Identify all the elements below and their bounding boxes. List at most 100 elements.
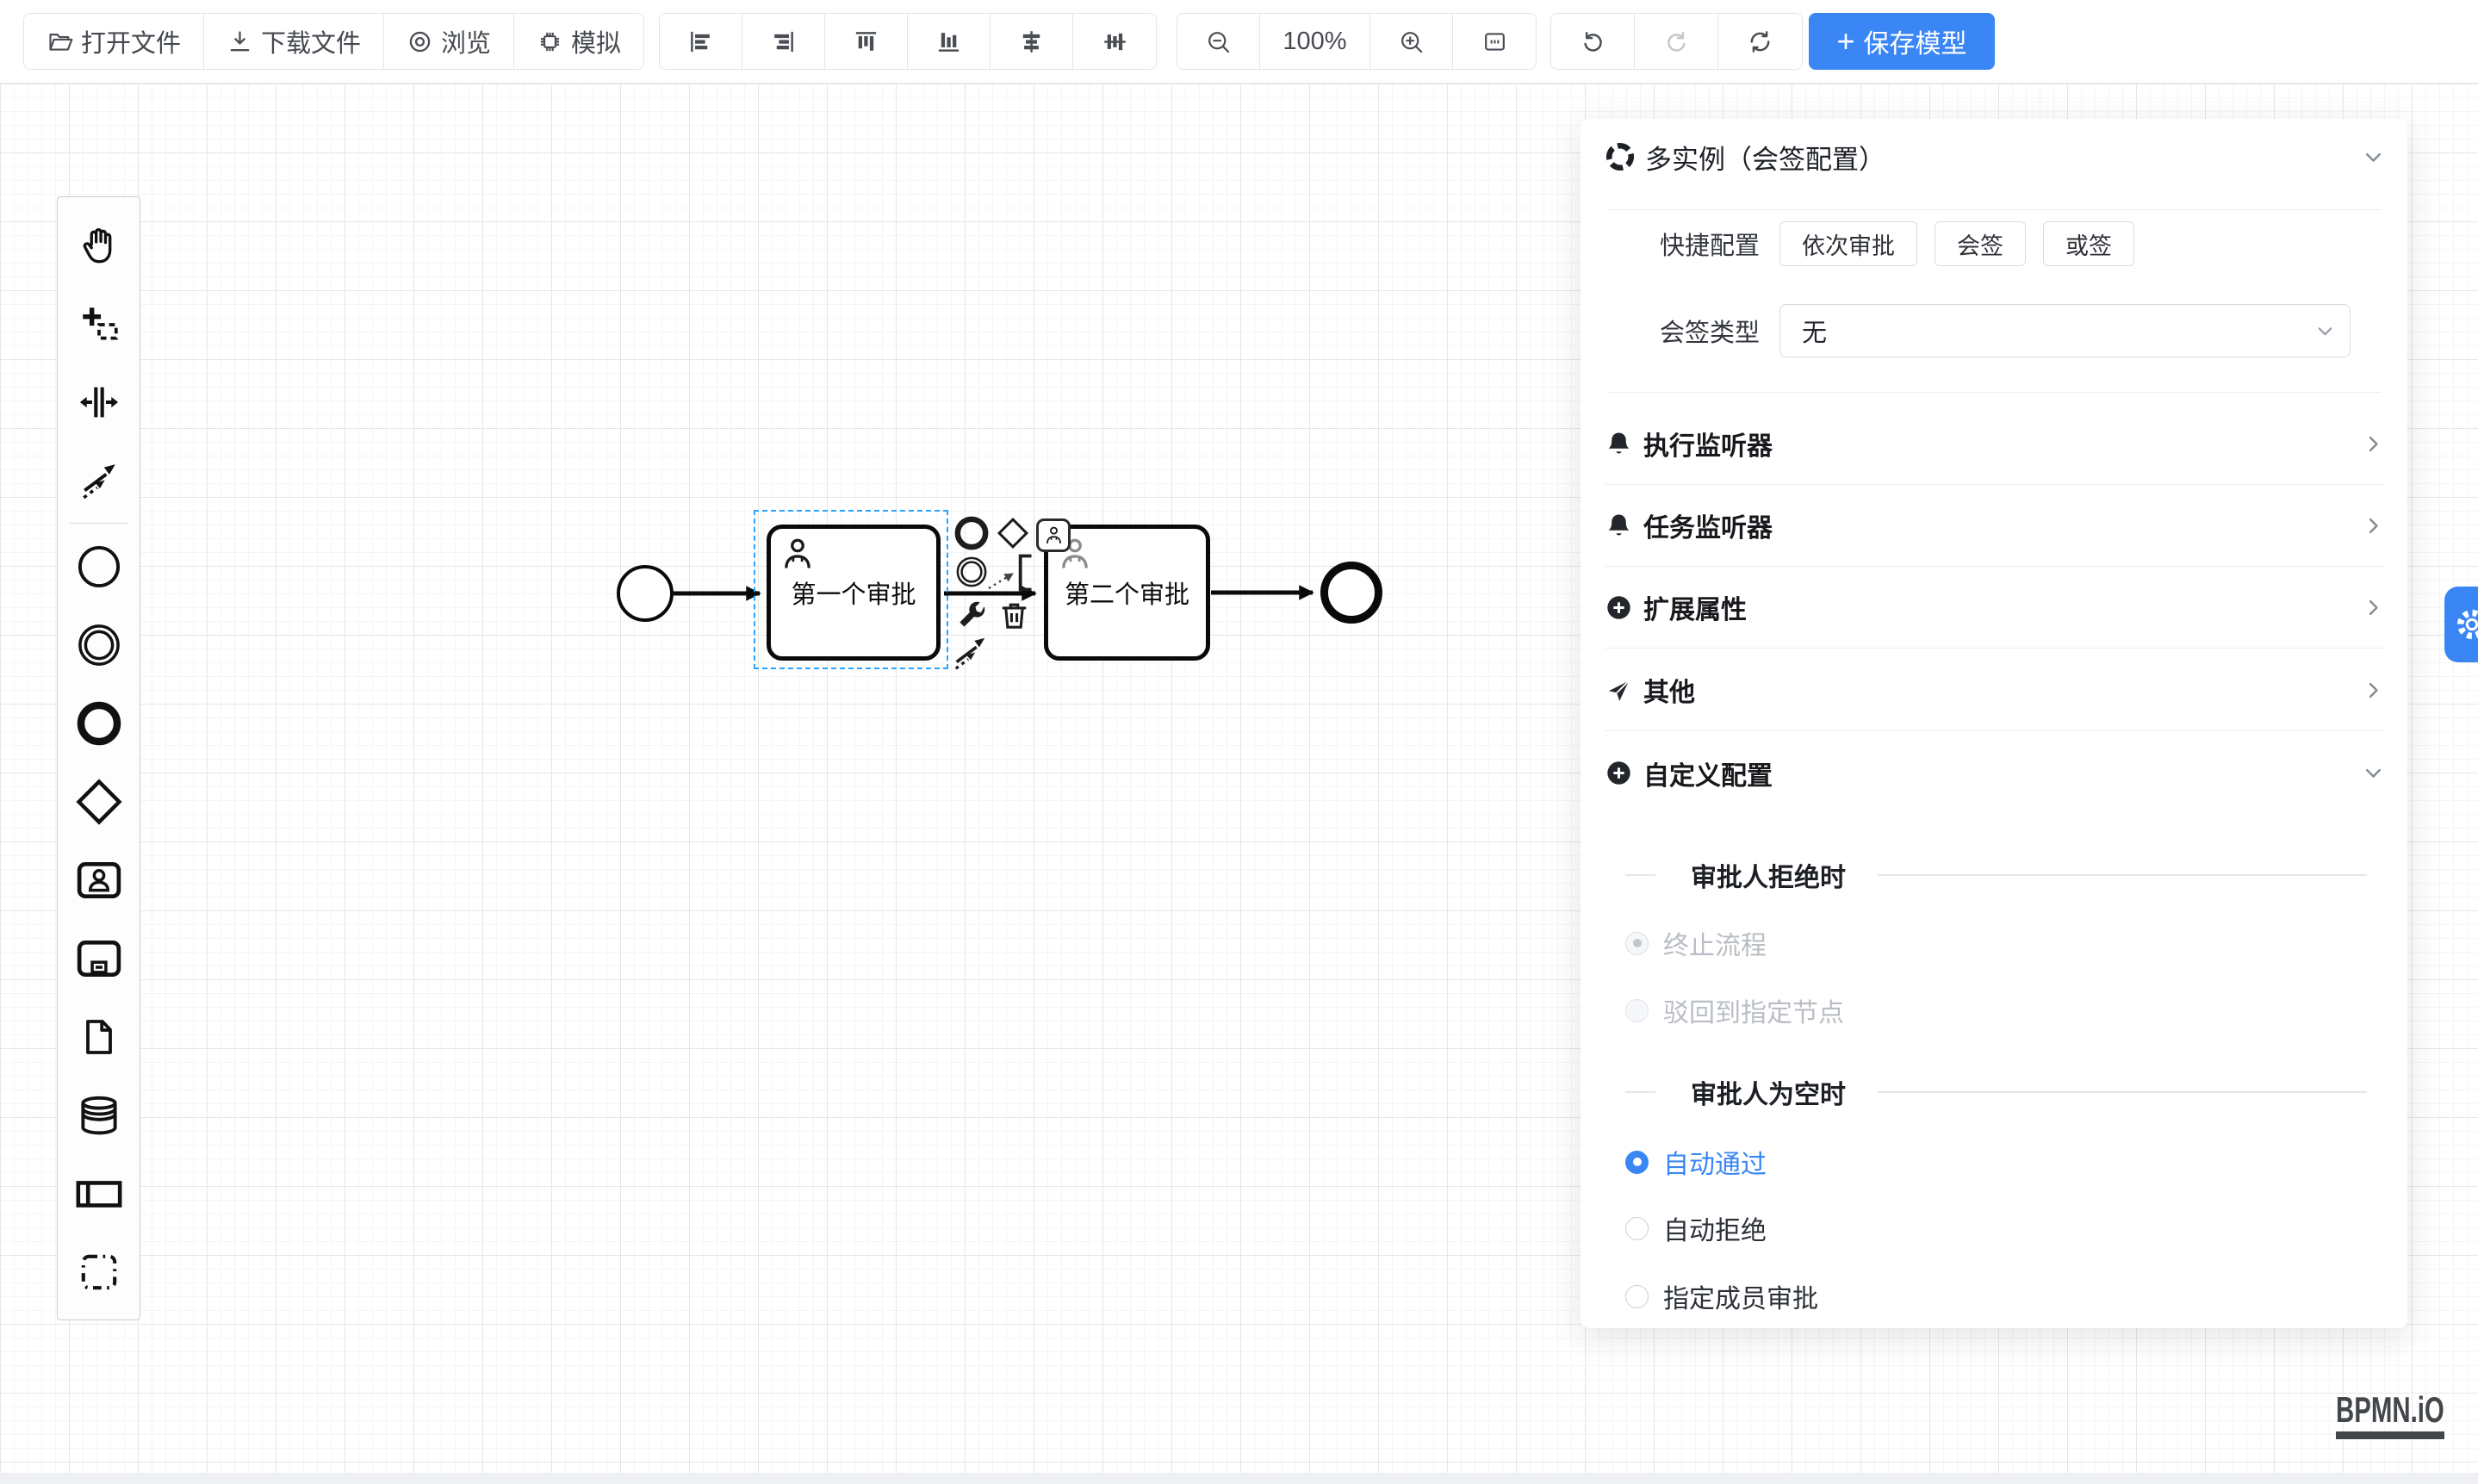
divider	[1606, 392, 2382, 393]
zoom-out-icon	[1205, 28, 1232, 55]
lasso-tool-button[interactable]	[58, 284, 140, 363]
radio-assign-member[interactable]: 指定成员审批	[1625, 1275, 1818, 1318]
append-end-event-button[interactable]	[954, 516, 989, 550]
append-gateway-button[interactable]	[997, 517, 1029, 550]
undo-button[interactable]	[1551, 14, 1635, 69]
change-type-button[interactable]	[953, 598, 989, 633]
zoom-button-group: 100%	[1177, 13, 1537, 70]
zoom-out-button[interactable]	[1177, 14, 1260, 69]
pool-icon	[74, 1169, 124, 1219]
fit-viewport-button[interactable]	[1453, 14, 1536, 69]
section-task-listener[interactable]: 任务监听器	[1605, 485, 2385, 567]
annotation-preview-line	[988, 572, 1014, 590]
download-file-button[interactable]: 下载文件	[204, 14, 385, 69]
multi-type-select[interactable]: 无	[1779, 304, 2351, 357]
align-left-button[interactable]	[660, 14, 742, 69]
create-end-event-button[interactable]	[58, 684, 140, 762]
redo-icon	[1663, 28, 1690, 55]
align-top-button[interactable]	[825, 14, 908, 69]
start-event-icon	[77, 544, 121, 589]
section-label: 扩展属性	[1643, 596, 1747, 624]
create-subprocess-button[interactable]	[58, 919, 140, 997]
properties-panel: 多实例（会签配置） 快捷配置 依次审批 会签 或签 会签类型 无 执行监听器 任…	[1581, 119, 2407, 1328]
undo-icon	[1580, 28, 1606, 55]
file-button-group: 打开文件 下载文件 浏览 模拟	[23, 13, 645, 70]
chip-icon	[537, 28, 563, 55]
quick-config-label: 快捷配置	[1659, 233, 1760, 260]
section-label: 自定义配置	[1643, 761, 1773, 791]
radio-auto-pass[interactable]: 自动通过	[1625, 1140, 1767, 1183]
radio-return-to-node[interactable]: 驳回到指定节点	[1625, 989, 1844, 1032]
section-extended-properties[interactable]: 扩展属性	[1605, 567, 2385, 649]
end-event-node[interactable]	[1320, 562, 1382, 624]
panel-header[interactable]: 多实例（会签配置）	[1605, 129, 2385, 184]
group-title-text: 审批人拒绝时	[1691, 864, 1846, 892]
restart-button[interactable]	[1718, 14, 1802, 69]
user-task-node-2[interactable]: 第二个审批	[1044, 525, 1210, 661]
multi-type-value: 无	[1802, 320, 1828, 347]
eye-icon	[407, 28, 433, 55]
align-right-icon	[770, 28, 797, 55]
start-event-node[interactable]	[617, 565, 674, 622]
browse-button[interactable]: 浏览	[384, 14, 515, 69]
align-right-button[interactable]	[742, 14, 825, 69]
multi-instance-icon	[1605, 141, 1636, 172]
append-text-annotation-button[interactable]	[1016, 554, 1034, 592]
create-data-object-button[interactable]	[58, 997, 140, 1076]
create-start-event-button[interactable]	[58, 527, 140, 605]
section-label: 其他	[1643, 679, 1695, 707]
multi-type-row: 会签类型 无	[1605, 304, 2385, 357]
group-title-text: 审批人为空时	[1691, 1081, 1846, 1109]
append-intermediate-event-button[interactable]	[955, 556, 988, 588]
palette-separator	[69, 523, 128, 524]
section-execution-listener[interactable]: 执行监听器	[1605, 403, 2385, 485]
open-file-button[interactable]: 打开文件	[24, 14, 205, 69]
user-task-node-1[interactable]: 第一个审批	[767, 525, 941, 661]
user-task-icon	[75, 856, 123, 904]
delete-button[interactable]	[997, 598, 1032, 633]
countersign-button[interactable]: 会签	[1935, 221, 2026, 266]
section-other[interactable]: 其他	[1605, 649, 2385, 731]
sequential-approval-button[interactable]: 依次审批	[1779, 221, 1917, 266]
align-top-icon	[853, 28, 879, 55]
align-bottom-button[interactable]	[908, 14, 991, 69]
zoom-level-display[interactable]: 100%	[1260, 14, 1370, 69]
zoom-in-button[interactable]	[1370, 14, 1453, 69]
simulate-button[interactable]: 模拟	[514, 14, 644, 69]
create-group-button[interactable]	[58, 1233, 140, 1311]
align-center-vertical-button[interactable]	[1073, 14, 1156, 69]
settings-tab[interactable]	[2444, 587, 2478, 662]
hand-tool-button[interactable]	[58, 206, 140, 284]
create-intermediate-event-button[interactable]	[58, 605, 140, 684]
append-task-button[interactable]	[1036, 518, 1071, 552]
quick-config-row: 快捷配置 依次审批 会签 或签	[1605, 220, 2385, 268]
create-data-store-button[interactable]	[58, 1076, 140, 1154]
align-center-horizontal-button[interactable]	[991, 14, 1073, 69]
text-annotation-icon	[1018, 554, 1032, 592]
horizontal-scrollbar[interactable]	[0, 1473, 2478, 1484]
or-sign-button[interactable]: 或签	[2043, 221, 2134, 266]
chevron-down-icon	[2314, 320, 2336, 342]
chevron-down-icon[interactable]	[2362, 146, 2385, 169]
group-title-empty: 审批人为空时	[1625, 1070, 2367, 1115]
radio-circle	[1625, 1216, 1649, 1240]
space-tool-button[interactable]	[58, 363, 140, 441]
redo-button[interactable]	[1635, 14, 1718, 69]
create-participant-button[interactable]	[58, 1154, 140, 1233]
bpmn-io-logo[interactable]: BPMN.iO	[2336, 1392, 2444, 1439]
connect-tool-button[interactable]	[950, 633, 990, 673]
send-icon	[1605, 676, 1633, 705]
create-user-task-button[interactable]	[58, 841, 140, 919]
radio-auto-reject[interactable]: 自动拒绝	[1625, 1207, 1767, 1250]
datastore-icon	[77, 1093, 121, 1138]
create-gateway-button[interactable]	[58, 762, 140, 841]
radio-terminate-process[interactable]: 终止流程	[1625, 922, 1767, 965]
task-label: 第一个审批	[791, 581, 916, 609]
align-center-vertical-icon	[1102, 28, 1128, 55]
zoom-in-icon	[1398, 28, 1425, 55]
global-connect-button[interactable]	[58, 441, 140, 519]
section-custom-config[interactable]: 自定义配置	[1605, 732, 2385, 814]
plus-circle-icon	[1605, 593, 1633, 622]
end-event-icon	[954, 516, 989, 550]
save-model-button[interactable]: +保存模型	[1809, 13, 1995, 70]
